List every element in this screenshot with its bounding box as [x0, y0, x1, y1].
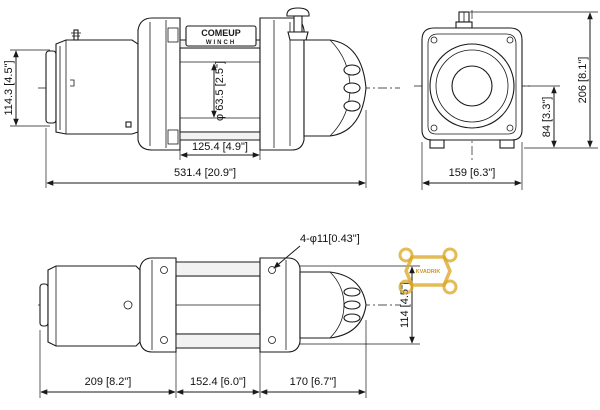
plan-gearbox — [299, 271, 367, 339]
dim-label-side-center: 84 [3.3"] — [541, 97, 553, 138]
side-handle — [455, 11, 473, 29]
dim-bolt-holes: 4-φ11[0.43"] — [273, 233, 360, 269]
clutch-handle — [286, 7, 310, 41]
dim-label-overall-length: 531.4 [20.9"] — [174, 167, 236, 179]
dim-overall-length: 531.4 [20.9"] — [45, 110, 367, 188]
dim-drum-diameter: φ 63.5 [2.5"] — [211, 61, 226, 121]
dim-drum-length: 125.4 [4.9"] — [179, 140, 261, 160]
watermark-text: KVADRIK — [416, 269, 441, 275]
side-view: 206 [8.1"] 84 [3.3"] 159 [6.3"] — [414, 10, 598, 190]
front-housing-left — [137, 17, 181, 151]
front-logo-plate: COMEUP WINCH — [185, 25, 257, 47]
logo-line1: COMEUP — [201, 28, 241, 38]
plan-view: 4-φ11[0.43"] 114 [4.5"] 209 [8.2"] 152.4… — [38, 233, 420, 398]
plan-housing-left — [139, 257, 177, 353]
plan-motor — [39, 265, 141, 347]
dim-label-drum-length: 125.4 [4.9"] — [192, 141, 248, 153]
dim-label-drum-diameter: φ 63.5 [2.5"] — [214, 61, 226, 121]
dim-side-center: 84 [3.3"] — [524, 85, 560, 148]
dim-label-motor-length: 209 [8.2"] — [85, 376, 132, 388]
plan-housing-right — [259, 257, 301, 353]
front-housing-right — [259, 17, 305, 151]
dim-label-bolt-spacing: 152.4 [6.0"] — [190, 376, 246, 388]
side-foot-left — [429, 139, 445, 149]
front-view: COMEUP WINCH 114.3 — [3, 7, 400, 188]
dim-plan-lengths: 209 [8.2"] 152.4 [6.0"] 170 [6.7"] — [39, 320, 367, 398]
watermark-logo: KVADRIK — [398, 247, 458, 295]
dim-side-height: 206 [8.1"] — [470, 11, 598, 149]
dim-label-gearbox-length: 170 [6.7"] — [290, 376, 337, 388]
front-motor — [45, 29, 139, 135]
dim-label-side-height: 206 [8.1"] — [577, 57, 589, 104]
plan-drum — [175, 261, 261, 349]
dim-front-height: 114.3 [4.5"] — [3, 49, 50, 127]
dim-side-width: 159 [6.3"] — [421, 142, 523, 190]
side-foot-right — [499, 139, 515, 149]
dim-label-front-height: 114.3 [4.5"] — [3, 60, 15, 115]
dim-label-side-width: 159 [6.3"] — [449, 167, 496, 179]
logo-line2: WINCH — [206, 40, 236, 46]
front-gearbox — [303, 39, 367, 137]
dim-label-bolt-holes: 4-φ11[0.43"] — [300, 233, 360, 245]
side-drum-hub — [451, 65, 493, 107]
